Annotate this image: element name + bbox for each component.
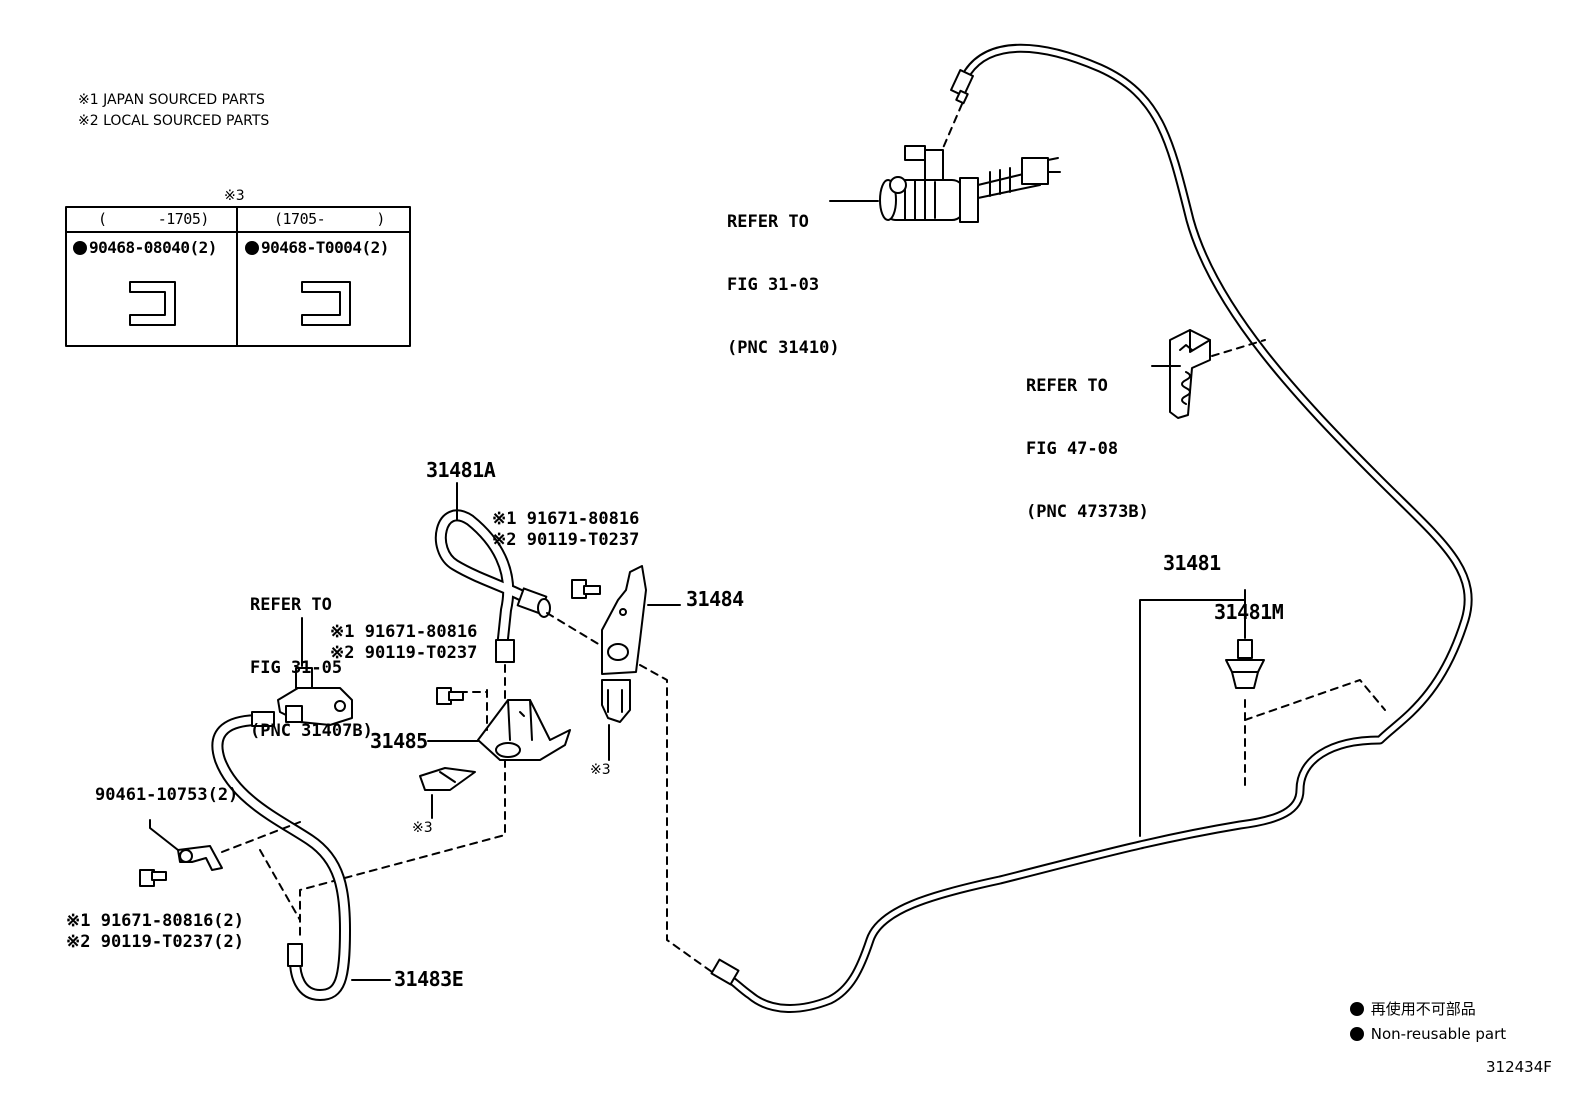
table-col2-header: (1705- )	[274, 210, 385, 228]
note3-marker-b: ※3	[412, 820, 433, 836]
part-31485: 31485	[370, 729, 428, 753]
table-col2-part-number: 90468-T0004(2)	[261, 238, 389, 257]
master-cylinder-illustration	[879, 145, 1061, 223]
bolt-c-japan: ※1 91671-80816(2)	[66, 911, 245, 931]
bolt-near-31484	[571, 579, 601, 599]
bolt-a-japan: ※1 91671-80816	[492, 509, 640, 529]
ref-31407b-line1: REFER TO	[250, 595, 332, 615]
hose-31483e	[211, 711, 351, 1001]
table-col1-part: 90468-08040(2)	[73, 238, 217, 257]
ref-31410-line1: REFER TO	[727, 212, 809, 232]
note3-marker-a: ※3	[590, 762, 611, 778]
clutch-release-tube-31481	[710, 43, 1473, 1013]
ref-31407b: REFER TO FIG 31-05 (PNC 31407B)	[250, 553, 373, 763]
ref-31410: REFER TO FIG 31-03 (PNC 31410)	[727, 170, 840, 380]
ref-47373b: REFER TO FIG 47-08 (PNC 47373B)	[1026, 334, 1149, 544]
union-fitting-illustration	[277, 667, 353, 726]
ref-31407b-line2: FIG 31-05	[250, 658, 343, 678]
non-reusable-dot-icon	[245, 241, 259, 255]
bracket-31484-illustration	[601, 565, 647, 723]
part-31481: 31481	[1163, 551, 1221, 575]
clamp-90461-illustration	[177, 845, 223, 871]
note3-table	[65, 206, 411, 347]
tube-clamp-illustration	[1169, 329, 1211, 419]
ref-47373b-line1: REFER TO	[1026, 376, 1108, 396]
figure-id: 312434F	[1486, 1058, 1552, 1076]
table-col1-part-number: 90468-08040(2)	[89, 238, 217, 257]
legend-en-text: Non-reusable part	[1370, 1025, 1507, 1043]
note-local-sourced: ※2 LOCAL SOURCED PARTS	[78, 113, 270, 129]
bolt-c-local: ※2 90119-T0237(2)	[66, 932, 245, 952]
table-col1-header: ( -1705)	[98, 210, 209, 228]
ref-31407b-line3: (PNC 31407B)	[250, 721, 373, 741]
part-31481a: 31481A	[426, 458, 496, 482]
non-reusable-dot-icon	[1350, 1002, 1364, 1016]
ref-47373b-line3: (PNC 47373B)	[1026, 502, 1149, 522]
bolt-lower-left	[139, 869, 167, 887]
grommet-31481m-illustration	[1225, 639, 1265, 689]
bolt-b-local: ※2 90119-T0237	[330, 643, 478, 663]
bolt-near-31485	[436, 687, 464, 705]
bolt-a-local: ※2 90119-T0237	[492, 530, 640, 550]
table-col2-part: 90468-T0004(2)	[245, 238, 389, 257]
ref-31410-line3: (PNC 31410)	[727, 338, 840, 358]
legend-en: Non-reusable part	[1350, 1024, 1506, 1045]
part-31484: 31484	[686, 587, 744, 611]
note-japan-sourced: ※1 JAPAN SOURCED PARTS	[78, 92, 265, 108]
legend-jp: 再使用不可部品	[1350, 999, 1476, 1020]
non-reusable-dot-icon	[1350, 1027, 1364, 1041]
non-reusable-dot-icon	[73, 241, 87, 255]
table-title: ※3	[224, 188, 245, 204]
part-31483e: 31483E	[394, 967, 464, 991]
ref-47373b-line2: FIG 47-08	[1026, 439, 1119, 459]
part-90461: 90461-10753(2)	[95, 785, 239, 805]
part-31481m: 31481M	[1214, 600, 1284, 624]
bracket-31485-illustration	[477, 699, 571, 761]
legend-jp-text: 再使用不可部品	[1370, 1000, 1476, 1018]
flexible-hose-31481a	[434, 509, 551, 663]
bolt-b-japan: ※1 91671-80816	[330, 622, 478, 642]
ref-31410-line2: FIG 31-03	[727, 275, 820, 295]
clip-u-shape-illustration	[419, 767, 476, 791]
